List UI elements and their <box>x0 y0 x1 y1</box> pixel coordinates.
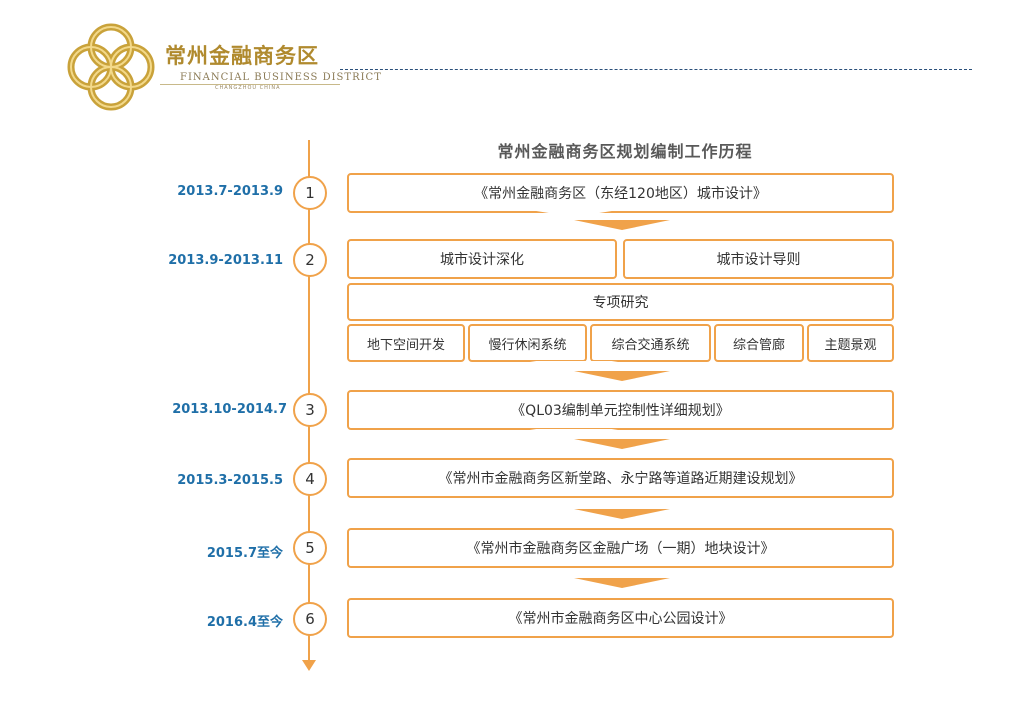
stage-4-box: 《常州市金融商务区新堂路、永宁路等道路近期建设规划》 <box>347 458 894 498</box>
timeline-date: 2013.7-2013.9 <box>177 184 283 199</box>
flow-arrow-icon <box>530 499 670 519</box>
study-item-box: 慢行休闲系统 <box>468 324 587 362</box>
stage-6-box: 《常州市金融商务区中心公园设计》 <box>347 598 894 638</box>
timeline-node: 6 <box>293 602 327 636</box>
study-item-box: 综合管廊 <box>714 324 804 362</box>
stage-2-deepen-box: 城市设计深化 <box>347 239 617 279</box>
study-item-box: 综合交通系统 <box>590 324 711 362</box>
timeline-node: 5 <box>293 531 327 565</box>
page-title: 常州金融商务区规划编制工作历程 <box>497 142 753 161</box>
study-item-box: 地下空间开发 <box>347 324 465 362</box>
logo-sub-en: CHANGZHOU CHINA <box>215 85 281 91</box>
flow-arrow-icon <box>530 210 670 230</box>
timeline-arrow-icon <box>302 660 316 671</box>
logo-emblem-icon <box>67 23 155 111</box>
stage-5-box: 《常州市金融商务区金融广场（一期）地块设计》 <box>347 528 894 568</box>
timeline-node: 3 <box>293 393 327 427</box>
timeline-node: 2 <box>293 243 327 277</box>
timeline-node: 1 <box>293 176 327 210</box>
stage-2-special-study-box: 专项研究 <box>347 283 894 321</box>
logo-name-en: FINANCIAL BUSINESS DISTRICT <box>180 72 382 83</box>
logo-name-cn: 常州金融商务区 <box>165 44 319 68</box>
flow-arrow-icon <box>530 361 670 381</box>
stage-2-guideline-box: 城市设计导则 <box>623 239 894 279</box>
flow-arrow-icon <box>530 568 670 588</box>
logo-divider <box>160 84 340 85</box>
stage-1-box: 《常州金融商务区（东经120地区）城市设计》 <box>347 173 894 213</box>
timeline-date: 2013.9-2013.11 <box>168 253 283 268</box>
timeline-node: 4 <box>293 462 327 496</box>
header-divider <box>340 69 972 70</box>
flow-arrow-icon <box>530 429 670 449</box>
timeline-date: 2013.10-2014.7 <box>172 402 287 417</box>
timeline-date: 2016.4至今 <box>206 615 283 630</box>
study-item-box: 主题景观 <box>807 324 894 362</box>
timeline-date: 2015.7至今 <box>206 546 283 561</box>
stage-3-box: 《QL03编制单元控制性详细规划》 <box>347 390 894 430</box>
timeline-date: 2015.3-2015.5 <box>177 473 283 488</box>
